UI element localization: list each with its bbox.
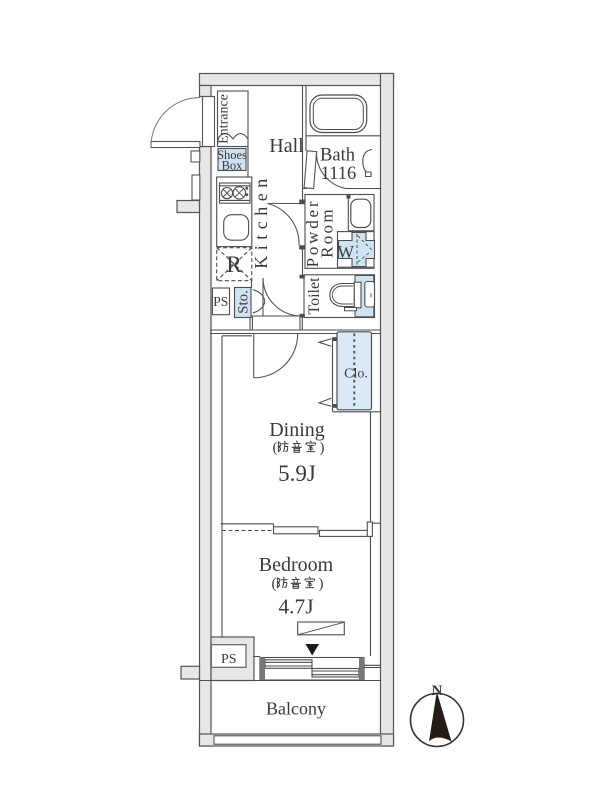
svg-text:Hall: Hall xyxy=(269,135,304,157)
svg-text:): ) xyxy=(320,440,325,456)
svg-text:N: N xyxy=(432,683,443,699)
svg-text:Entrance: Entrance xyxy=(217,94,232,144)
svg-text:5.9J: 5.9J xyxy=(278,461,316,486)
svg-text:Toilet: Toilet xyxy=(306,277,323,315)
svg-text:Sto.: Sto. xyxy=(236,290,252,314)
svg-text:Clo.: Clo. xyxy=(344,367,368,382)
svg-text:Box: Box xyxy=(222,159,244,173)
svg-text:Dining: Dining xyxy=(269,419,325,441)
svg-text:1116: 1116 xyxy=(321,164,357,184)
svg-text:Room: Room xyxy=(318,207,337,258)
svg-text:Bath: Bath xyxy=(320,146,355,166)
svg-text:Shoes: Shoes xyxy=(217,148,247,162)
svg-text:PS: PS xyxy=(221,652,237,667)
svg-text:R: R xyxy=(226,252,242,277)
svg-text:(: ( xyxy=(272,576,277,592)
svg-text:PS: PS xyxy=(213,294,228,309)
svg-text:Bedroom: Bedroom xyxy=(259,554,334,576)
svg-text:4.7J: 4.7J xyxy=(278,595,313,619)
svg-text:Balcony: Balcony xyxy=(266,699,326,719)
svg-text:W: W xyxy=(338,242,355,262)
svg-text:(: ( xyxy=(273,440,278,456)
svg-text:Kitchen: Kitchen xyxy=(251,173,271,268)
svg-text:): ) xyxy=(319,576,324,592)
svg-text:Powder: Powder xyxy=(303,199,322,268)
